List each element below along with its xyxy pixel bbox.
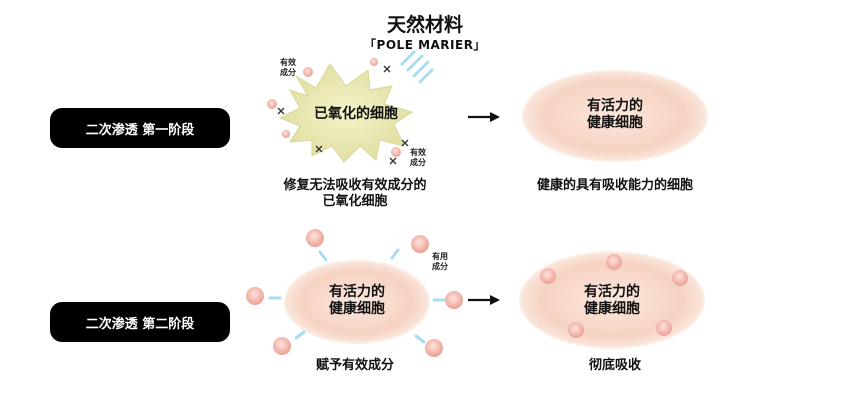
- cell-line: 健康细胞: [584, 301, 640, 317]
- cell-line: 有活力的: [584, 284, 640, 300]
- particle: [411, 235, 429, 253]
- particle: [568, 322, 584, 338]
- cell-line: 有活力的: [329, 284, 385, 300]
- caption-line: 修复无法吸收有效成分的: [283, 178, 427, 193]
- note-line: 成分: [410, 158, 426, 167]
- particle: [306, 229, 324, 247]
- particles-absorbed: [540, 254, 688, 338]
- cell-line: 有活力的: [587, 98, 643, 114]
- stage2-label: 二次渗透 第二阶段: [50, 302, 230, 342]
- absorption-rays: [268, 248, 446, 344]
- particle: [267, 99, 277, 109]
- oxidized-cell-label: 已氧化的细胞: [314, 106, 398, 122]
- healthy-cell-label-stage2-left: 有活力的 健康细胞: [307, 284, 407, 318]
- note-line: 成分: [432, 262, 448, 271]
- particle: [282, 130, 290, 138]
- healthy-cell-label-stage2-right: 有活力的 健康细胞: [562, 284, 662, 318]
- note-line: 有效: [410, 148, 426, 157]
- particles-stage1: [267, 58, 401, 157]
- particle: [445, 291, 463, 309]
- ingredient-note-a: 有效 成分: [280, 58, 296, 78]
- stage1-label: 二次渗透 第一阶段: [50, 108, 230, 148]
- particle: [303, 67, 313, 77]
- particle: [656, 320, 672, 336]
- stage1-left-caption: 修复无法吸收有效成分的 已氧化细胞: [240, 178, 470, 210]
- oxidized-cell-shape: [278, 63, 414, 163]
- particle: [606, 254, 622, 270]
- particle: [672, 270, 688, 286]
- particle: [540, 268, 556, 284]
- energy-rays: [400, 50, 434, 84]
- healthy-cell-stage2-left: [284, 260, 430, 344]
- note-line: 有效: [280, 58, 296, 67]
- particle: [273, 337, 291, 355]
- stage1-right-caption: 健康的具有吸收能力的细胞: [536, 178, 693, 193]
- particle: [391, 147, 401, 157]
- stage2-right-caption: 彻底吸收: [588, 358, 641, 373]
- cell-line: 健康细胞: [329, 301, 385, 317]
- particle: [370, 58, 378, 66]
- diagram-title: 天然材料: [386, 14, 463, 36]
- note-line: 有用: [432, 252, 448, 261]
- arrow-stage1: [468, 112, 500, 122]
- ingredient-note-b: 有效 成分: [410, 148, 426, 168]
- caption-line: 已氧化细胞: [322, 194, 388, 209]
- note-line: 成分: [280, 68, 296, 77]
- arrow-stage2: [468, 295, 500, 305]
- healthy-cell-stage1: [522, 70, 708, 162]
- particle: [425, 339, 443, 357]
- cell-line: 健康细胞: [587, 115, 643, 131]
- stage2-left-caption: 赋予有效成分: [315, 358, 394, 373]
- particles-stage2-left: [246, 229, 463, 357]
- healthy-cell-label-stage1: 有活力的 健康细胞: [565, 98, 665, 132]
- x-marks: [277, 65, 409, 165]
- ingredient-note-useful: 有用 成分: [432, 252, 448, 272]
- particle: [246, 287, 264, 305]
- diagram-subtitle: 「POLE MARIER」: [364, 38, 486, 52]
